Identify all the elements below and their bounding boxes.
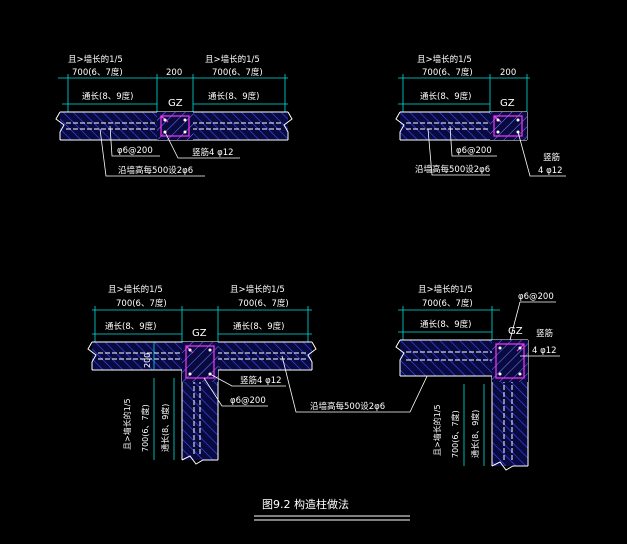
rule-label-vertical: 且>墙长的1/5 <box>432 404 442 456</box>
gz-label: GZ <box>500 98 515 109</box>
detail-wall-end: 且>墙长的1/5 700(6、7度) 200 通长(8、9度) GZ φ6@20… <box>395 54 566 177</box>
rule-label: 且>墙长的1/5 <box>418 284 473 295</box>
rebar-label: 竖筋4 φ12 <box>240 375 282 386</box>
wall-segment-vertical <box>492 376 528 466</box>
column-stirrup <box>185 345 215 379</box>
construction-column <box>490 112 527 140</box>
stirrup-label: φ6@200 <box>230 396 266 406</box>
stirrup-label: φ6@200 <box>456 146 492 156</box>
column-stirrup <box>493 115 523 137</box>
rule-label: 且>墙长的1/5 <box>108 284 163 295</box>
length-89-label: 通长(8、9度) <box>82 91 133 102</box>
length-67-label: 700(6、7度) <box>212 67 263 78</box>
detail-t-junction: 且>墙长的1/5 且>墙长的1/5 700(6、7度) 700(6、7度) 通长… <box>87 284 431 465</box>
detail-corner: 且>墙长的1/5 700(6、7度) 通长(8、9度) GZ φ6@200 竖筋… <box>395 284 560 471</box>
gz-label: GZ <box>192 328 207 339</box>
construction-column <box>157 112 193 140</box>
rule-label: 且>墙长的1/5 <box>68 54 123 65</box>
length-67-label: 700(6、7度) <box>422 67 473 78</box>
construction-column <box>492 340 528 382</box>
rebar-label: 竖筋4 φ12 <box>192 147 234 158</box>
gz-label: GZ <box>168 98 183 109</box>
length-89-label: 通长(8、9度) <box>105 321 156 332</box>
rule-label: 且>墙长的1/5 <box>417 54 472 65</box>
length-89-label: 通长(8、9度) <box>420 91 471 102</box>
length-67-label-vertical: 700(6、7度) <box>450 410 460 458</box>
column-stirrup <box>495 343 525 379</box>
rebar-label-b: 4 φ12 <box>532 346 557 356</box>
spacing-label: 200 <box>500 68 516 78</box>
rule-label-vertical: 且>墙长的1/5 <box>122 398 132 450</box>
length-89-label: 通长(8、9度) <box>420 319 471 330</box>
tie-label: 沿墙高每500设2φ6 <box>415 164 490 175</box>
rule-label: 且>墙长的1/5 <box>230 284 285 295</box>
length-89-label-vertical: 通长(8、9度) <box>160 404 170 452</box>
spacing-label: 200 <box>166 68 182 78</box>
length-67-label: 700(6、7度) <box>422 298 473 309</box>
stirrup-label: φ6@200 <box>518 292 554 302</box>
gz-label: GZ <box>508 326 523 337</box>
rebar-label-a: 竖筋 <box>536 328 553 339</box>
wall-thickness-label: 200 <box>143 353 152 368</box>
stirrup-label: φ6@200 <box>117 146 153 156</box>
length-67-label: 700(6、7度) <box>238 298 289 309</box>
column-stirrup <box>160 115 190 137</box>
tie-label: 沿墙高每500设2φ6 <box>310 401 385 412</box>
figure-caption-group: 图9.2 构造柱做法 <box>254 497 410 521</box>
detail-straight-wall: 且>墙长的1/5 且>墙长的1/5 700(6、7度) 200 700(6、7度… <box>55 54 293 177</box>
figure-caption: 图9.2 构造柱做法 <box>262 497 349 511</box>
rule-label: 且>墙长的1/5 <box>205 54 260 65</box>
leader-line <box>109 125 160 157</box>
tie-label: 沿墙高每500设2φ6 <box>118 165 193 176</box>
length-89-label-vertical: 通长(8、9度) <box>470 410 480 458</box>
length-89-label: 通长(8、9度) <box>208 91 259 102</box>
rebar-label-b: 4 φ12 <box>538 166 563 176</box>
length-67-label-vertical: 700(6、7度) <box>140 404 150 452</box>
length-89-label: 通长(8、9度) <box>233 321 284 332</box>
rebar-label-a: 竖筋 <box>543 152 560 163</box>
length-67-label: 700(6、7度) <box>116 298 167 309</box>
length-67-label: 700(6、7度) <box>72 67 123 78</box>
